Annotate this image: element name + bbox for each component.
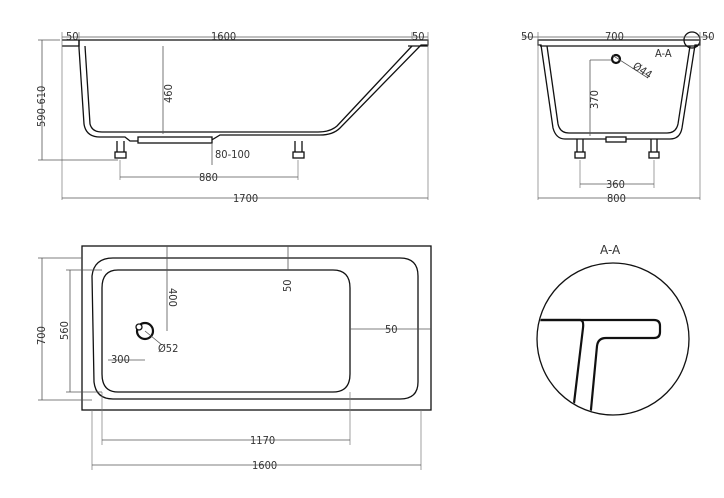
side-view-foot-left	[114, 141, 127, 159]
side-view-rim	[62, 39, 80, 47]
side-dim-total-length: 1700	[233, 192, 258, 205]
detail-rim-profile	[538, 318, 662, 414]
side-view: 50 1600 50 460 590-610 80-100 880 1700	[35, 30, 429, 205]
side-dim-top-left: 50	[66, 30, 79, 43]
plan-dim-drain-offset: 400	[166, 288, 179, 307]
end-view-tub-outline	[537, 39, 701, 140]
detail-view: A-A	[536, 243, 690, 416]
end-view-foot-left	[574, 139, 586, 159]
end-section-label: A-A	[655, 47, 672, 60]
plan-dim-width: 700	[35, 326, 48, 345]
plan-view: 700 560 400 50 50 Ø52 300 1170 1600	[35, 245, 432, 472]
plan-view-outer-rim	[81, 245, 432, 411]
plan-view-drain-outer	[135, 321, 155, 341]
side-dim-feet-height: 80-100	[215, 148, 250, 161]
end-view-tub-inner	[546, 45, 691, 134]
side-dim-top-right: 50	[412, 30, 425, 43]
plan-view-bowl-inner	[101, 269, 351, 393]
plan-view-bowl-outer	[91, 257, 419, 400]
end-view: 50 700 50 A-A Ø44 370 360 800	[521, 30, 715, 205]
side-dim-top-length: 1600	[211, 30, 236, 43]
plan-dim-drain-from-end: 300	[111, 353, 130, 366]
end-dim-left: 50	[521, 30, 534, 43]
detail-title: A-A	[600, 243, 621, 257]
side-view-foot-right	[292, 141, 305, 159]
side-view-tub-outline	[78, 39, 429, 142]
end-dim-right: 50	[702, 30, 715, 43]
plan-view-drain-center	[135, 323, 143, 331]
end-dim-drain-height: 370	[588, 90, 601, 109]
end-view-foot-right	[648, 139, 660, 159]
side-view-drain	[137, 136, 213, 144]
plan-dim-inner-width: 560	[58, 321, 71, 340]
end-view-drain-circle	[610, 53, 622, 65]
end-dim-feet-spacing: 360	[606, 178, 625, 191]
plan-dim-total-length: 1600	[252, 459, 277, 472]
plan-dim-rim-right: 50	[385, 323, 398, 336]
end-dim-inner-width: 700	[605, 30, 624, 43]
end-view-drain	[605, 136, 627, 143]
plan-dim-inner-length: 1170	[250, 434, 275, 447]
end-drain-diameter: Ø44	[630, 60, 654, 82]
detail-circle	[536, 262, 690, 416]
side-dim-feet-spacing: 880	[199, 171, 218, 184]
plan-dim-rim-top: 50	[281, 279, 294, 292]
plan-drain-diameter: Ø52	[158, 342, 178, 355]
side-dim-depth: 460	[162, 84, 175, 103]
end-dim-total-width: 800	[607, 192, 626, 205]
side-view-tub-inner	[84, 45, 413, 133]
side-dim-height: 590-610	[35, 86, 48, 127]
